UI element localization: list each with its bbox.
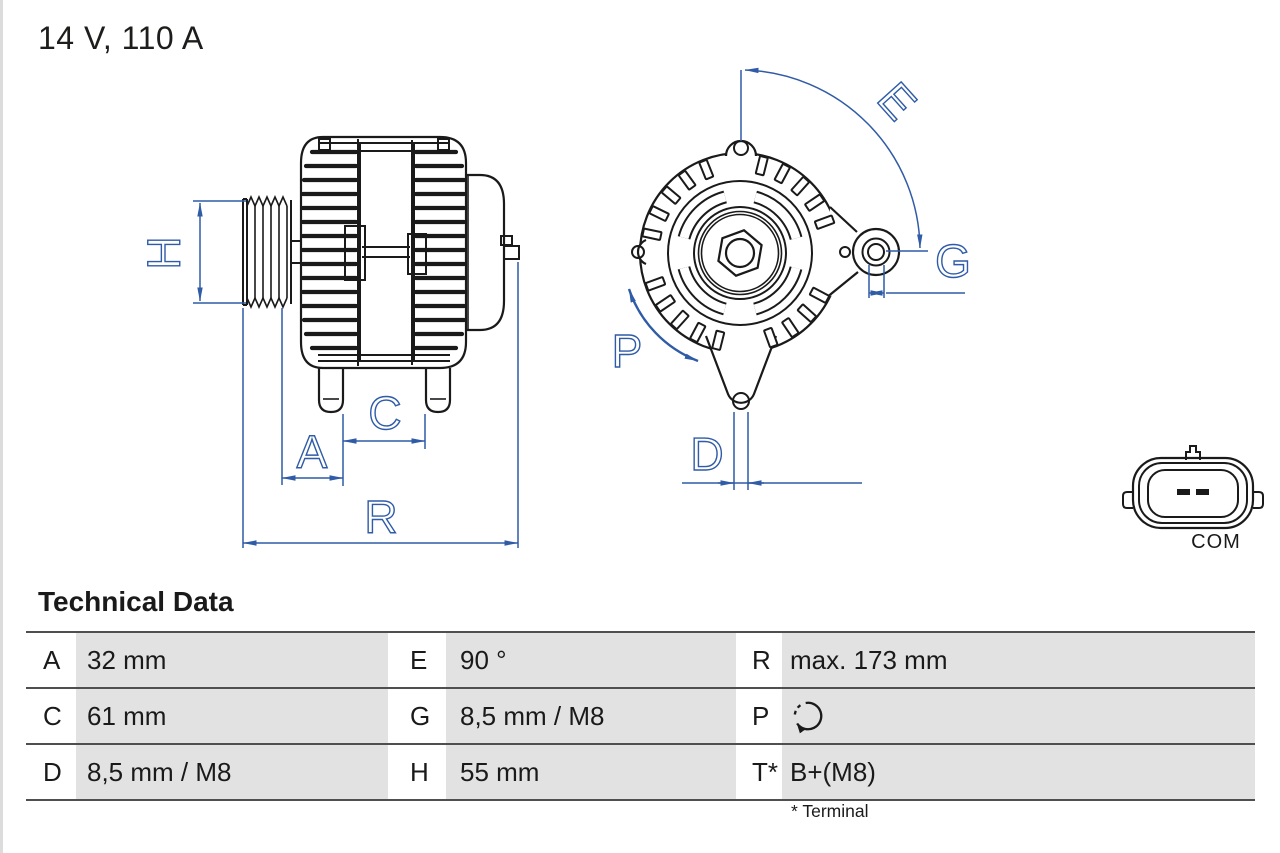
table-key-cell: A bbox=[26, 633, 76, 687]
table-value-cell: B+(M8) bbox=[782, 745, 1255, 799]
connector-top-tab bbox=[1185, 445, 1201, 460]
alternator-front-view bbox=[631, 139, 901, 410]
table-key-cell: R bbox=[736, 633, 782, 687]
dim-label-p: P bbox=[612, 325, 643, 377]
table-key-cell: T* bbox=[736, 745, 782, 799]
table-key-cell: G bbox=[388, 689, 446, 743]
alternator-side-view bbox=[242, 135, 520, 414]
table-row: D 8,5 mm / M8 H 55 mm T* B+(M8) bbox=[26, 743, 1255, 801]
housing-circle bbox=[638, 151, 842, 355]
front-boss bbox=[344, 225, 366, 281]
table-key-cell: P bbox=[736, 689, 782, 743]
table-row: C 61 mm G 8,5 mm / M8 P bbox=[26, 687, 1255, 743]
table-key-cell: H bbox=[388, 745, 446, 799]
rotation-clockwise-icon bbox=[793, 701, 823, 734]
dim-label-e: E bbox=[868, 72, 927, 130]
left-mounting-ear bbox=[631, 238, 647, 266]
connector-pin bbox=[1177, 489, 1190, 495]
product-rating: 14 V, 110 A bbox=[38, 20, 204, 56]
housing-outline bbox=[299, 135, 468, 370]
dim-label-h: H bbox=[138, 236, 190, 269]
shaft-stub bbox=[290, 240, 302, 264]
table-key-cell: D bbox=[26, 745, 76, 799]
front-cooling-fins bbox=[300, 149, 359, 351]
shaft-nut bbox=[717, 229, 763, 277]
table-value-cell: 8,5 mm / M8 bbox=[76, 745, 388, 799]
mounting-arm bbox=[825, 206, 901, 299]
rear-cooling-fins bbox=[413, 149, 467, 351]
connector-label: COM bbox=[1191, 531, 1241, 553]
dim-label-r: R bbox=[364, 491, 397, 543]
com-connector: COM bbox=[1122, 445, 1264, 553]
table-key-cell: E bbox=[388, 633, 446, 687]
top-mounting-ear bbox=[724, 139, 758, 157]
stator-segments bbox=[675, 188, 805, 318]
rear-cover bbox=[466, 173, 506, 332]
dim-label-d: D bbox=[690, 428, 723, 480]
page-edge-strip bbox=[0, 0, 3, 853]
dim-label-g: G bbox=[935, 235, 971, 287]
b-plus-terminal bbox=[500, 235, 520, 260]
front-view-bottom-lug bbox=[704, 335, 778, 410]
table-value-cell bbox=[782, 689, 1255, 743]
table-value-cell: 90 ° bbox=[446, 633, 736, 687]
shaft-center bbox=[724, 237, 756, 269]
vent-slots bbox=[641, 154, 836, 352]
table-row: A 32 mm E 90 ° R max. 173 mm bbox=[26, 631, 1255, 687]
table-key-cell: C bbox=[26, 689, 76, 743]
table-value-cell: 61 mm bbox=[76, 689, 388, 743]
rear-boss bbox=[407, 233, 427, 275]
dim-label-a: A bbox=[297, 426, 328, 478]
mounting-lug-front bbox=[317, 368, 345, 414]
pulley bbox=[242, 195, 292, 309]
terminal-footnote: * Terminal bbox=[791, 801, 869, 821]
table-value-cell: 55 mm bbox=[446, 745, 736, 799]
technical-data-table: A 32 mm E 90 ° R max. 173 mm C 61 mm G 8… bbox=[26, 631, 1255, 801]
dim-label-c: C bbox=[368, 387, 401, 439]
table-heading: Technical Data bbox=[38, 586, 234, 617]
table-value-cell: max. 173 mm bbox=[782, 633, 1255, 687]
connector-pin bbox=[1196, 489, 1209, 495]
table-value-cell: 8,5 mm / M8 bbox=[446, 689, 736, 743]
dimension-lines: H A C R E G P D bbox=[137, 67, 972, 548]
mounting-lug-rear bbox=[424, 368, 452, 414]
table-value-cell: 32 mm bbox=[76, 633, 388, 687]
